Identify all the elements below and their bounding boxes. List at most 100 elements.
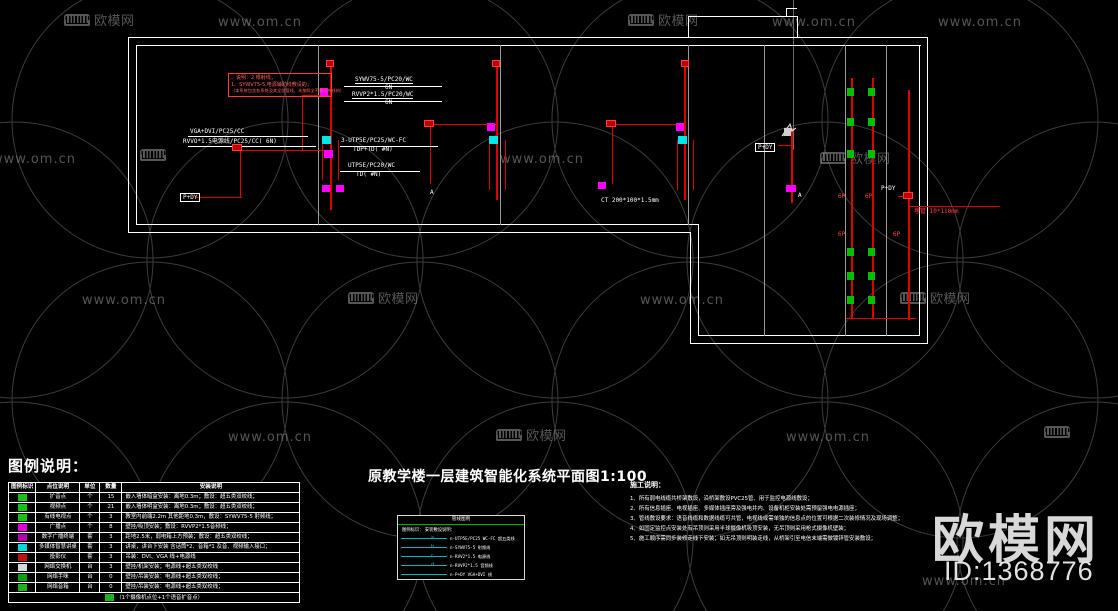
green-cross-icon [105,593,115,601]
cable-label-td: TD( #N) [356,171,382,178]
legend-header-name: 点位说明 [35,482,81,493]
device-node-broadcast [676,123,684,131]
legend-symbol-cell [7,522,37,533]
legend-qty-cell: 3 [99,552,123,563]
cable-legend-row: n-P+DY VGA+DVI 线 [398,570,524,579]
cable-legend-text: n-RVV2*1.5 电源线 [450,554,491,559]
legend-unit-cell: 个 [79,502,101,513]
drawing-note-box: 、说明：2 根射线； 1、SYWV75-5,电源辅助线敷设的； （本系统包含各系… [228,73,345,97]
device-node-amplifier [868,248,875,256]
cable-legend-text: n-UTP5E/PC25 WC-FC 超五类线 [450,536,515,541]
legend-qty-cell: 3 [99,562,123,573]
tray-label-ct: CT 200*100*1.5mm [601,197,659,204]
magenta-tall-icon [17,533,27,541]
legend-header-row: 图例标识 点位说明 单位 数量 安装说明 [7,482,301,493]
floor-plan: 、说明：2 根射线； 1、SYWV75-5,电源辅助线敷设的； （本系统包含各系… [128,8,1000,344]
legend-qty-cell: 0 [99,572,123,583]
legend-desc-cell: 壁挂/吊装安装：电源线+超五类双绞线； [121,582,301,593]
legend-name-cell: 网络手咪 [35,572,81,583]
device-node-smart-desk [678,136,687,144]
legend-name-cell: 多媒体智慧讲桌 [35,542,81,553]
legend-title: 图例说明： [8,457,89,475]
conduit-label: 埋管 10*110mm [914,208,959,215]
green-cross-icon [17,493,27,501]
cable-label-vga-dvi: VGA+DVI/PC25/CC [190,128,245,135]
legend-symbol-cell [7,552,37,563]
legend-unit-cell: 台 [79,572,101,583]
legend-unit-cell: 套 [79,552,101,563]
legend-qty-cell: 0 [99,582,123,593]
device-node-projector [326,60,334,67]
watermark-id: ID:1368776 [944,556,1094,586]
legend-unit-cell: 个 [79,522,101,533]
cable-line-symbol: c [401,554,447,559]
device-node-projector [681,60,689,67]
device-node-broadcast [324,150,333,158]
note-line: （本系统包含各系统及其全部管线，末按照全不敷设布线的） [231,88,345,93]
tag-p-dy: P+DY [180,193,201,202]
legend-header-unit: 单位 [79,482,101,493]
legend-desc-cell: 壁挂/机架安装；电源线+超五类双绞线 [121,562,301,573]
device-node-projector [606,120,616,127]
circuit-label-6p: 6P [865,193,873,200]
tag-p-dy: P+DY [881,185,896,192]
page-title: 原教学楼一层建筑智能化系统平面图1:100 [368,469,648,485]
cable-mark: b [431,544,435,550]
legend-desc-cell: 教室内前端2.2m 其他距地0.3m，敷设：SYWV75-5 射频线； [121,512,301,523]
watermark-brand: 欧模网 [526,429,567,444]
red-box-icon [17,553,27,561]
watermark-url: www.om.cn [228,430,312,445]
device-node-switch [784,128,791,136]
cable-legend-text: n-RVVP2*1.5 音频线 [450,563,493,568]
device-node-smart-desk [489,136,498,144]
legend-name-cell: 有线电视点 [35,512,81,523]
legend-symbol-cell [7,492,37,503]
circuit-label-6p: 6P [838,231,846,238]
legend-symbol-cell [7,532,37,543]
circuit-label-6p: 6P [838,193,846,200]
cable-mark: c [431,553,434,559]
legend-name-cell: 投影仪 [35,552,81,563]
legend-unit-cell: 套 [79,532,101,543]
legend-symbol-cell [7,542,37,553]
device-node-smart-desk [322,136,331,144]
note-item: 4、如固定监控点安装处有吊顶则采用半球摄像机吸顶安装，无吊顶则采用枪式摄像机壁装… [630,526,850,532]
circuit-label-6p: 6P [893,231,901,238]
cable-line-symbol: b [401,545,447,550]
cyan-box-icon [17,543,27,551]
magenta-box-icon [17,523,27,531]
legend-header-desc: 安装说明 [121,482,301,493]
device-node-amplifier [847,272,854,280]
cable-legend-row: a n-UTP5E/PC25 WC-FC 超五类线 [398,534,524,543]
legend-symbol-cell [7,512,37,523]
device-node-amplifier [868,118,875,126]
legend-symbol-cell [7,582,37,593]
cable-mark: a [431,535,435,541]
device-node-amplifier [847,150,854,158]
legend-footer-row: （1个摄像机点位+1个语音扩音点） [7,592,301,603]
device-node-amplifier [868,272,875,280]
legend-qty-cell: 21 [99,502,123,513]
legend-qty-cell: 3 [99,532,123,543]
device-node-projector [424,120,434,127]
device-node-amplifier [847,248,854,256]
sofa-icon [1044,425,1070,438]
device-node-projector [903,192,913,199]
note-item: 1、所有弱电线缆共桥架敷设，沿桥架敷设PVC25管、用于监控电源线敷设； [630,496,813,502]
cable-label-rvvp: RVVP2*1.5/PC20/WC [352,91,414,99]
legend-desc-cell: 距地2.5米，弱电箱上方预装；敷设：超五类双绞线； [121,532,301,543]
device-node-broadcast [336,185,344,192]
legend-symbol-cell [7,562,37,573]
device-node-broadcast [598,182,606,189]
note-item: 3、管线敷设要求：语音线缆和数据线缆可共管，电视线或需单独的信息点的位置可根据二… [630,516,903,522]
cable-label-syvw: SYWV75-5/PC20/WC [355,76,413,84]
device-node-amplifier [868,296,875,304]
